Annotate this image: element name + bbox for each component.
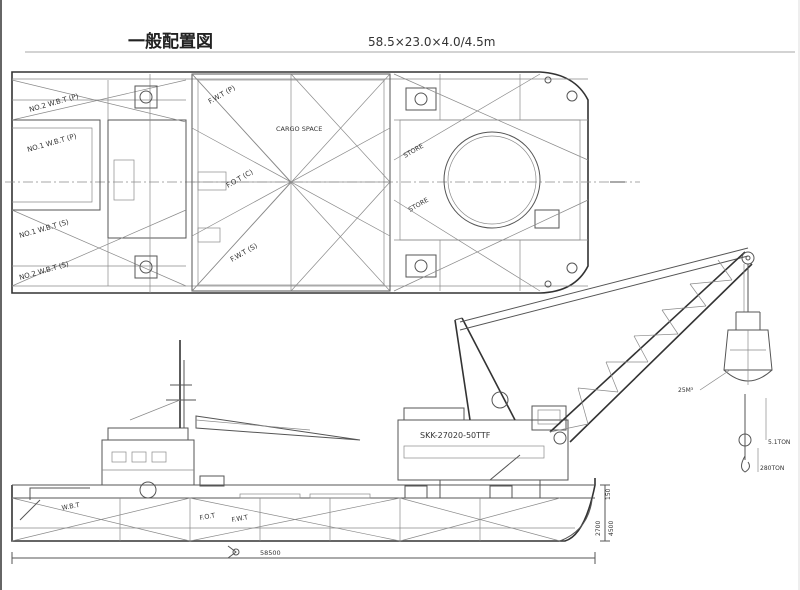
draft-label: 2700 [595,521,602,536]
freeboard-label: 150 [605,488,612,500]
label-fwt: F.W.T [231,513,249,524]
crane-turntable [443,131,541,229]
overall-length-label: 58500 [260,549,281,557]
propeller [227,545,237,559]
crane-model-label: SKK-27020-50TTF [420,431,491,440]
crane-machine-house [397,419,569,481]
label-cargo-space: CARGO SPACE [276,125,322,133]
crane-boom [549,251,755,443]
title-block: 一般配置図 58.5×23.0×4.0/4.5m [25,31,795,53]
depth-label: 4500 [608,521,615,536]
label-fot: F.O.T [199,511,216,522]
drawing-title: 一般配置図 [128,31,213,52]
plan-hull-outline [11,71,589,294]
profile-view: SKK-27020-50TTF [11,247,790,564]
hook-capacity-label: 280TON [760,465,784,472]
ship-dimensions: 58.5×23.0×4.0/4.5m [368,35,495,49]
label-wbt: W.B.T [61,501,80,512]
bucket-volume-label: 25M³ [678,387,694,394]
stern-casing [12,119,101,211]
grab-bucket [723,311,773,385]
bucket-weight-label: 5.1TON [768,439,790,446]
